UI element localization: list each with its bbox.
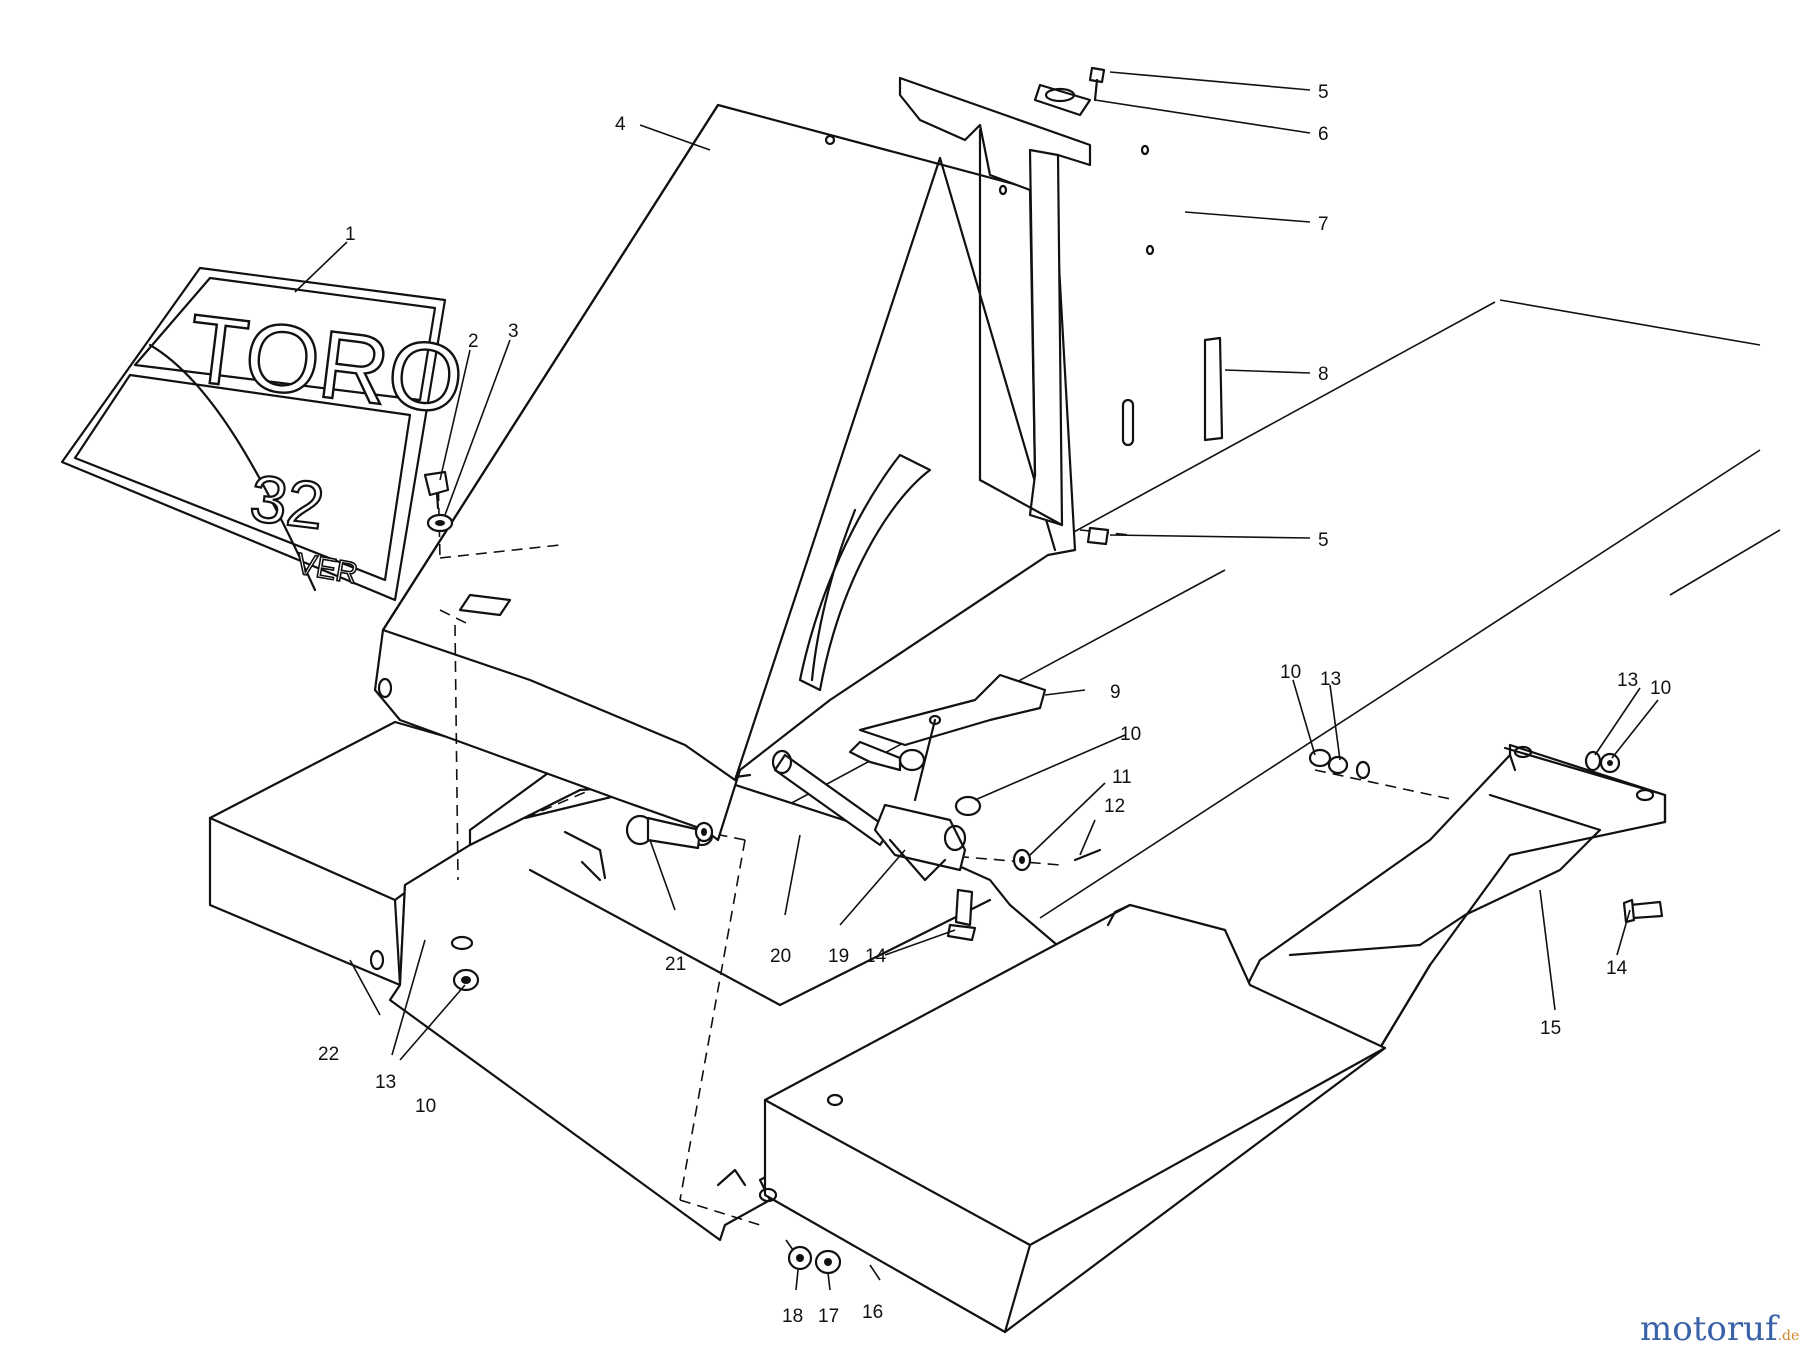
callout-13-right: 13: [1617, 670, 1638, 691]
callout-7: 7: [1318, 214, 1329, 235]
callout-10-left: 10: [415, 1096, 436, 1117]
callout-5-top: 5: [1318, 82, 1329, 103]
callout-13-left: 13: [375, 1072, 396, 1093]
part-1-decal: TORO 32 VER: [60, 266, 470, 602]
callout-1: 1: [345, 224, 356, 245]
callout-10-middle: 10: [1280, 662, 1301, 683]
decal-model-text: 32: [246, 460, 328, 542]
callout-12: 12: [1104, 796, 1125, 817]
callout-2: 2: [468, 331, 479, 352]
callout-14-right: 14: [1606, 958, 1628, 979]
callout-6: 6: [1318, 124, 1329, 145]
svg-text:motoruf.de: motoruf.de: [1640, 1309, 1799, 1349]
part-6-cap: [1033, 83, 1092, 117]
callout-22: 22: [318, 1044, 339, 1065]
callout-13-middle: 13: [1320, 669, 1341, 690]
callout-10-hinge: 10: [1120, 724, 1141, 745]
watermark-main: motoruf: [1640, 1309, 1780, 1349]
callouts: 1 2 3 4 5 6 7 8 5 9 10 11 12 10 13 13 10…: [318, 82, 1671, 1327]
callout-21: 21: [665, 954, 686, 975]
part-4-hood: [373, 103, 1077, 847]
callout-14-center: 14: [865, 946, 887, 967]
callout-3: 3: [508, 321, 519, 342]
part-8-bracket: [1203, 336, 1224, 442]
callout-5-side: 5: [1318, 530, 1329, 551]
hardware: [423, 66, 1664, 1275]
part-15-rear-shield: [1238, 743, 1667, 1050]
callout-20: 20: [770, 946, 791, 967]
callout-4: 4: [615, 114, 626, 135]
callout-11: 11: [1112, 767, 1132, 788]
callout-9: 9: [1110, 682, 1121, 703]
part-16-front-shield: [758, 903, 1387, 1334]
callout-19: 19: [828, 946, 849, 967]
callout-16: 16: [862, 1302, 883, 1323]
callout-10-right: 10: [1650, 678, 1671, 699]
part-7-back-panel: [898, 76, 1155, 527]
callout-18: 18: [782, 1306, 803, 1327]
callout-8: 8: [1318, 364, 1329, 385]
watermark-tld: .de: [1778, 1328, 1800, 1344]
callout-17: 17: [818, 1306, 839, 1327]
watermark-logo: motoruf.de: [1640, 1309, 1799, 1349]
callout-15: 15: [1540, 1018, 1561, 1039]
leader-lines: [294, 71, 1659, 1291]
